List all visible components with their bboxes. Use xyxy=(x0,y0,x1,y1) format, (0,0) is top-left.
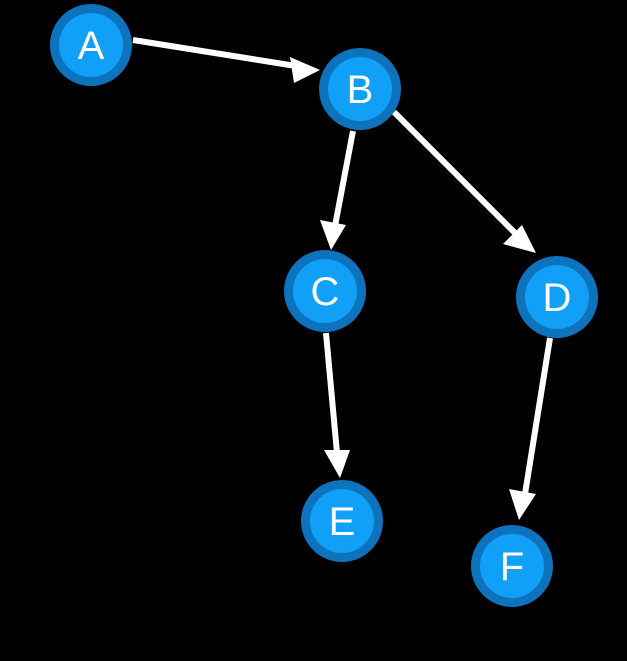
node-e-core xyxy=(310,489,374,553)
node-f-label: F xyxy=(500,545,524,589)
node-e-label: E xyxy=(329,500,356,544)
edges-layer xyxy=(132,37,553,520)
node-b-core xyxy=(328,57,392,121)
edge-b-to-c-line xyxy=(332,130,356,227)
edge-c-to-e-arrowhead xyxy=(324,450,350,478)
edge-b-to-c[interactable] xyxy=(320,130,356,250)
edge-b-to-d-arrowhead xyxy=(503,225,536,253)
edge-d-to-f[interactable] xyxy=(509,337,553,520)
graph-node-a[interactable]: A xyxy=(50,4,132,86)
node-b-label: B xyxy=(347,68,374,112)
node-c-label: C xyxy=(311,270,340,314)
edge-a-to-b[interactable] xyxy=(132,37,320,83)
graph-node-d[interactable]: D xyxy=(516,256,598,338)
node-d-label: D xyxy=(543,276,572,320)
node-a-label: A xyxy=(78,24,105,68)
node-c-core xyxy=(293,259,357,323)
edge-c-to-e[interactable] xyxy=(323,332,350,478)
graph-node-f[interactable]: F xyxy=(471,525,553,607)
node-f-core xyxy=(480,534,544,598)
graph-node-e[interactable]: E xyxy=(301,480,383,562)
nodes-layer: A B C D E xyxy=(50,4,598,607)
edge-d-to-f-arrowhead xyxy=(509,489,536,520)
edge-b-to-d[interactable] xyxy=(391,109,536,253)
edge-a-to-b-arrowhead xyxy=(290,57,320,83)
graph-node-c[interactable]: C xyxy=(284,250,366,332)
edge-b-to-d-line xyxy=(391,109,519,237)
edge-a-to-b-line xyxy=(132,37,297,69)
graph-node-b[interactable]: B xyxy=(319,48,401,130)
node-d-core xyxy=(525,265,589,329)
edge-c-to-e-line xyxy=(323,332,340,454)
edge-b-to-c-arrowhead xyxy=(320,220,346,250)
edge-d-to-f-line xyxy=(522,337,553,495)
node-a-core xyxy=(59,13,123,77)
